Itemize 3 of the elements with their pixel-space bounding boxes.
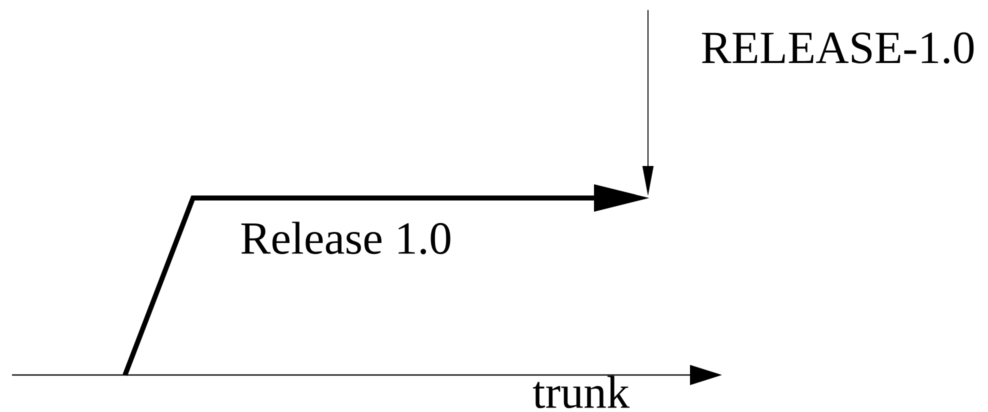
label-text: RELEASE-1.0 (702, 32, 974, 64)
label-text: trunk (532, 376, 630, 408)
label-text: Release 1.0 (241, 222, 450, 254)
